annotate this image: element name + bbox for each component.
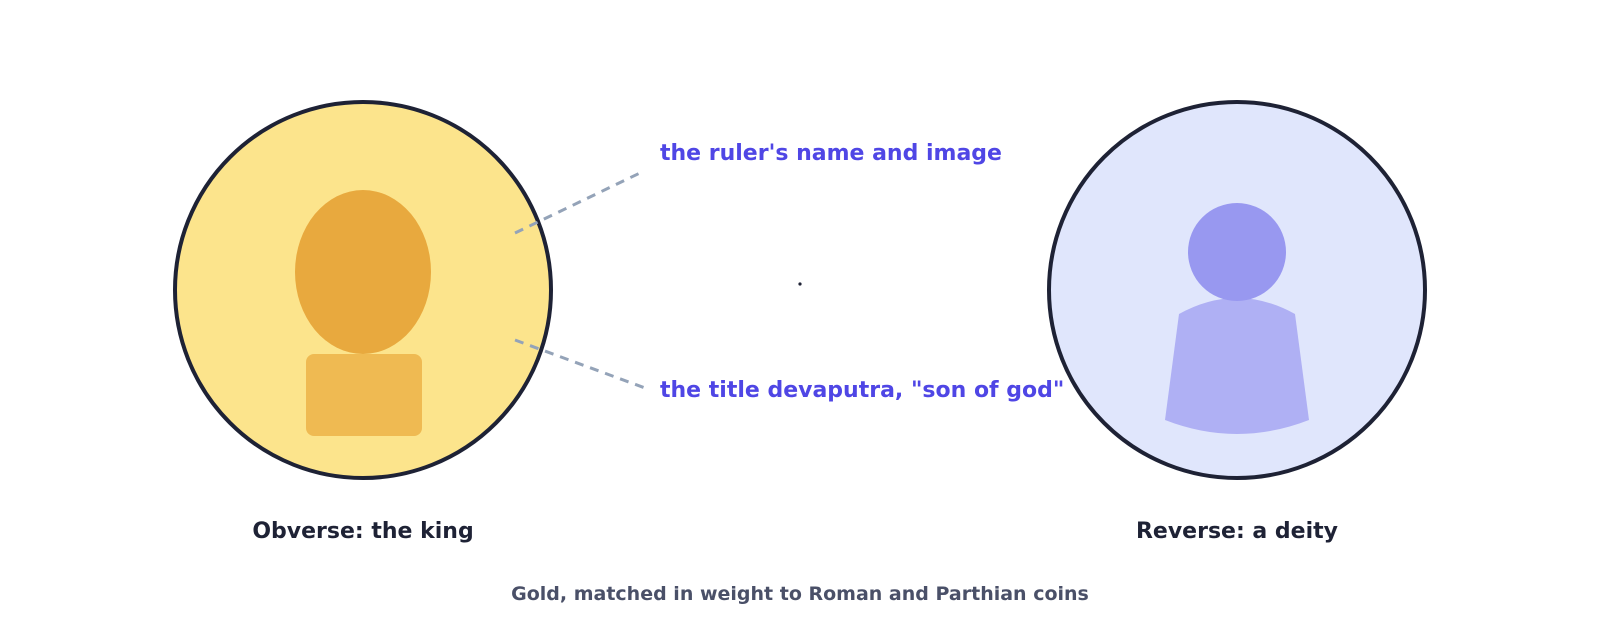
reverse-coin [1047,100,1427,480]
annotation-ruler-name: the ruler's name and image [660,141,1002,166]
footer-note: Gold, matched in weight to Roman and Par… [511,583,1089,605]
leader-line-ruler-name [514,170,643,235]
annotation-title-devaputra: the title devaputra, "son of god" [660,378,1064,403]
reverse-caption: Reverse: a deity [1136,519,1338,544]
deity-head-icon [1188,203,1286,301]
king-body-icon [306,354,422,436]
king-head-icon [295,190,431,354]
obverse-coin [173,100,553,480]
leader-line-title [514,338,646,390]
center-dot [798,282,802,286]
obverse-caption: Obverse: the king [252,519,473,544]
deity-body-icon [1165,298,1309,434]
